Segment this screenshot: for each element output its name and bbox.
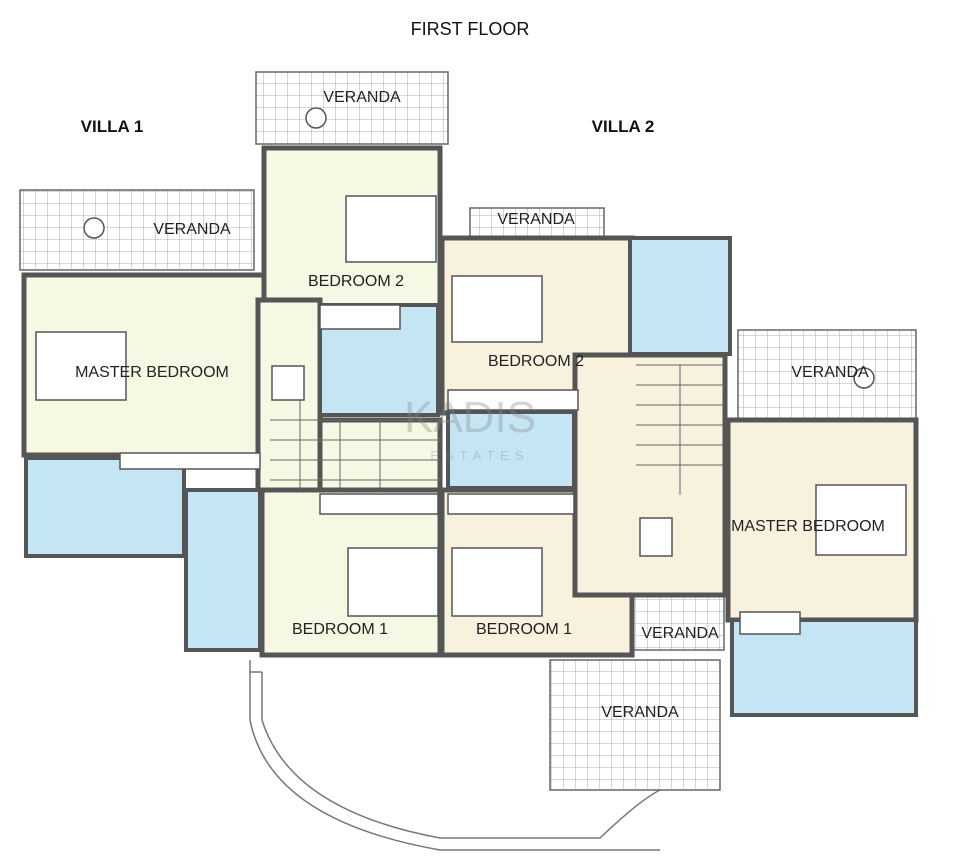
v1-veranda-left (19, 189, 255, 271)
room-label: VERANDA (153, 221, 231, 238)
room-label: VERANDA (791, 364, 869, 381)
wardrobes (119, 304, 801, 635)
room-label: VERANDA (497, 211, 575, 228)
v2-veranda-small (631, 589, 725, 651)
v2-veranda-top (469, 207, 605, 239)
tables (83, 107, 875, 557)
watermark-sub: ESTATES (430, 448, 529, 463)
room-label: BEDROOM 1 (292, 621, 388, 638)
verandas (19, 71, 917, 791)
room-label: VERANDA (601, 704, 679, 721)
villa-2-label: VILLA 2 (592, 117, 655, 136)
staircases (270, 364, 724, 495)
v1-veranda-top (255, 71, 449, 145)
garden-path (249, 660, 661, 851)
room-label: BEDROOM 2 (488, 353, 584, 370)
room-label: MASTER BEDROOM (75, 364, 229, 381)
room-label: BEDROOM 2 (308, 273, 404, 290)
room-label: MASTER BEDROOM (731, 518, 885, 535)
room-label: BEDROOM 1 (476, 621, 572, 638)
room-label: VERANDA (641, 625, 719, 642)
room-label: VERANDA (323, 89, 401, 106)
villa-1-label: VILLA 1 (81, 117, 144, 136)
floor-title: FIRST FLOOR (411, 19, 530, 39)
v2-veranda-bottom (549, 659, 721, 791)
beds (35, 195, 907, 617)
watermark-brand: KADIS (404, 393, 536, 442)
